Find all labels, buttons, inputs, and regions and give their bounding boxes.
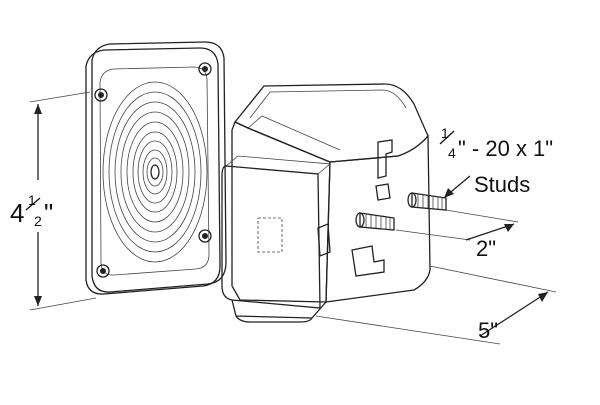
lower-stud <box>355 212 395 231</box>
height-fraction-denominator: 2 <box>34 213 42 229</box>
upper-stud <box>407 192 447 211</box>
height-fraction-numerator: 1 <box>28 192 36 208</box>
stud-length-dimension: 2" <box>395 209 519 261</box>
stud-fraction-numerator: 1 <box>441 125 449 141</box>
lens-screw-top-right <box>198 62 212 76</box>
lens-screw-top-left <box>94 88 108 102</box>
height-dimension: 4 1 2 " <box>8 91 97 311</box>
height-unit-label: " <box>44 198 53 228</box>
fresnel-rings <box>102 81 208 263</box>
stud-length-label: 2" <box>476 236 496 261</box>
studs-label: Studs <box>474 172 530 197</box>
lens-cover <box>85 41 227 295</box>
height-whole-label: 4 <box>10 198 24 228</box>
depth-dimension: 5" <box>315 265 557 345</box>
stud-spec-label: " - 20 x 1" <box>458 136 553 161</box>
lens-screw-bottom-right <box>198 229 212 243</box>
depth-label: 5" <box>478 318 498 343</box>
stud-spec-callout: 1 4 " - 20 x 1" Studs <box>439 125 553 198</box>
lens-screw-bottom-left <box>96 264 110 278</box>
light-housing <box>221 83 447 323</box>
stud-fraction-denominator: 4 <box>448 145 456 161</box>
